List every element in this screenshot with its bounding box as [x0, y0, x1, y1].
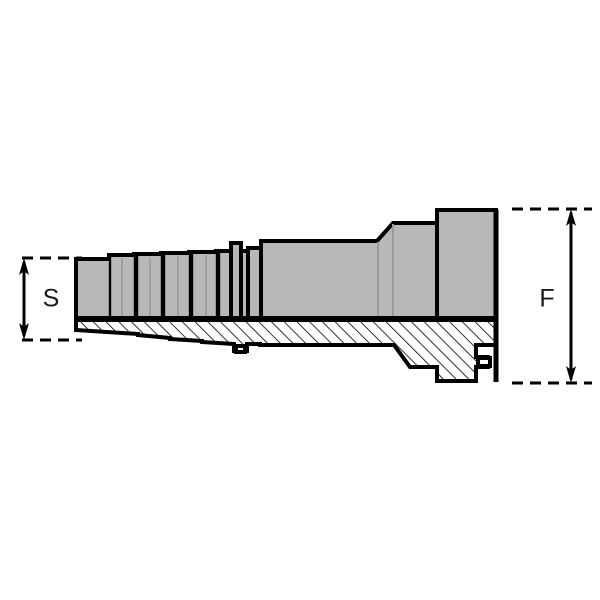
- barb-division-lines: [108, 253, 221, 316]
- dim-f-arrow-down: [566, 366, 576, 383]
- dim-s-arrow-down: [19, 323, 29, 340]
- barb-shading-seams: [121, 255, 207, 316]
- barb-lower-groove: [234, 344, 247, 354]
- fitting-upper-body: [74, 208, 498, 320]
- body-step-lines: [229, 210, 439, 316]
- dim-f-label: F: [539, 285, 554, 313]
- dim-s-arrow-up: [19, 258, 29, 275]
- dim-s-label: S: [43, 285, 60, 313]
- dimension-F: F: [512, 207, 592, 385]
- dim-f-arrow-up: [566, 209, 576, 226]
- dimension-S: S: [19, 256, 82, 342]
- shoulder-seam: [377, 224, 394, 316]
- flange-relief-groove: [476, 356, 492, 368]
